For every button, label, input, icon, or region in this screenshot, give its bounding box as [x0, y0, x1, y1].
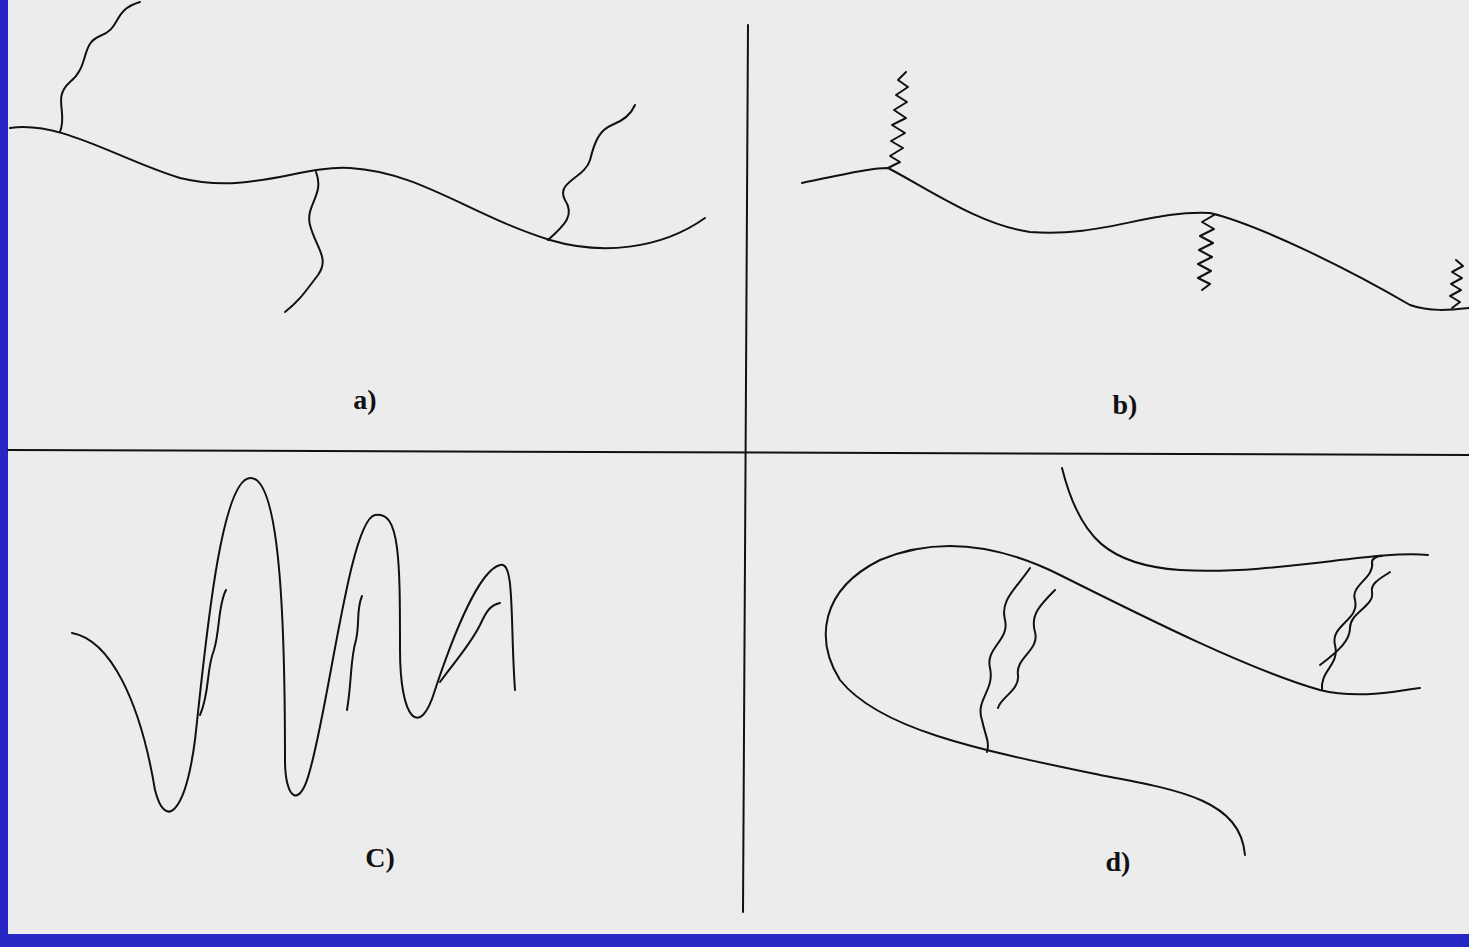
panel-label: a) [353, 384, 376, 416]
paper [8, 0, 1469, 934]
vein [440, 603, 500, 682]
panel-label: C) [365, 842, 395, 874]
vein [347, 596, 362, 710]
divider [743, 25, 748, 912]
layer-boundary [802, 168, 1469, 310]
panel-label: d) [1106, 846, 1131, 878]
folded-vein [1198, 215, 1214, 290]
vein [200, 590, 226, 715]
divider [8, 450, 1469, 455]
folded-vein [1450, 260, 1463, 308]
layer-boundary [10, 127, 705, 248]
vein [998, 590, 1055, 708]
dyke [60, 2, 140, 132]
dyke [548, 105, 635, 240]
folded-vein [888, 72, 908, 168]
fold-closure [826, 546, 1420, 855]
fold-limb [1062, 468, 1428, 571]
panel-label: b) [1113, 389, 1138, 421]
vein [1320, 572, 1390, 665]
folded-layer [72, 478, 515, 812]
dyke [285, 172, 323, 312]
